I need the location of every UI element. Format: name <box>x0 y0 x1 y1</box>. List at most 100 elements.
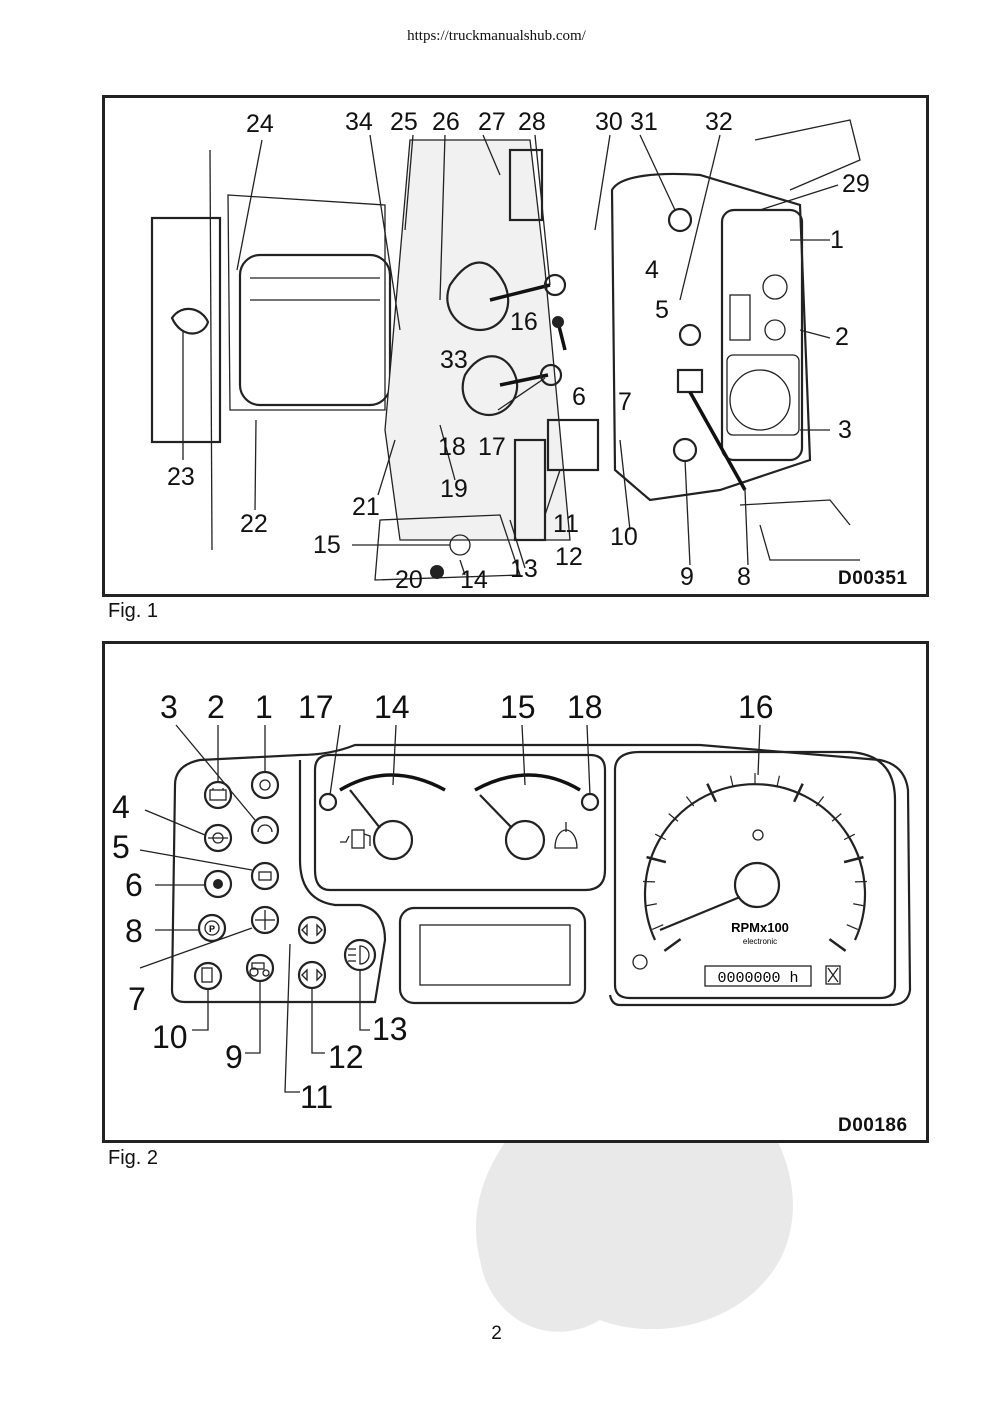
source-url[interactable]: https://truckmanualshub.com/ <box>407 28 586 44</box>
fig1-callout-7: 7 <box>618 388 632 416</box>
fig1-callout-17: 17 <box>478 433 506 461</box>
tach-tick <box>815 796 825 807</box>
fig2-callout-15: 15 <box>500 689 536 725</box>
warning-light-1 <box>250 770 280 800</box>
tach-tick <box>646 855 667 864</box>
warning-light-8: P <box>197 913 227 943</box>
fig2-callout-6: 6 <box>125 867 143 903</box>
tach-sub-label: electronic <box>743 937 777 946</box>
tach-unit-label: RPMx100 <box>731 920 789 935</box>
warning-light-11 <box>297 915 327 945</box>
figure-2-code: D00186 <box>838 1115 908 1136</box>
fig2-callout-14: 14 <box>374 689 410 725</box>
fig1-callout-29: 29 <box>842 170 870 198</box>
tach-tick <box>663 938 682 952</box>
fig1-callout-26: 26 <box>432 108 460 136</box>
page-number: 2 <box>491 1323 502 1344</box>
hourglass-icon <box>825 965 841 985</box>
fig2-callout-2: 2 <box>207 689 225 725</box>
figure-1-code: D00351 <box>838 568 908 589</box>
tach-tick <box>843 833 856 841</box>
fig2-callout-17: 17 <box>298 689 334 725</box>
tach-warning-icon <box>632 954 648 970</box>
fig1-callout-15: 15 <box>313 531 341 559</box>
fig2-callout-9: 9 <box>225 1039 243 1075</box>
hour-counter-value: 0000000 h <box>717 970 798 987</box>
fig2-callout-13: 13 <box>372 1011 408 1047</box>
tractor-icon <box>249 962 270 977</box>
tach-tick <box>651 924 664 931</box>
headlight-icon <box>348 945 370 965</box>
fig1-callout-34: 34 <box>345 108 373 136</box>
tach-tick <box>644 903 657 907</box>
tach-tick <box>654 833 667 841</box>
fig1-callout-9: 9 <box>680 563 694 591</box>
turn-signal-icon <box>301 923 323 937</box>
fig1-callout-16: 16 <box>510 308 538 336</box>
fig1-callout-28: 28 <box>518 108 546 136</box>
fig1-callout-19: 19 <box>440 475 468 503</box>
hour-counter-box <box>704 965 812 987</box>
fig1-callout-11: 11 <box>553 510 579 538</box>
tach-tick <box>843 855 864 864</box>
fig1-callout-18: 18 <box>438 433 466 461</box>
warning-light-7 <box>250 905 280 935</box>
fig2-callout-8: 8 <box>125 913 143 949</box>
fig2-callout-3: 3 <box>160 689 178 725</box>
fuel-pump-icon <box>340 829 371 849</box>
fig1-callout-25: 25 <box>390 108 418 136</box>
fig2-callout-4: 4 <box>112 789 130 825</box>
fig2-callout-11: 11 <box>300 1079 333 1115</box>
tach-tick <box>776 775 781 788</box>
svg-text:P: P <box>209 924 215 934</box>
warning-light-3 <box>250 815 280 845</box>
warning-light-13 <box>343 938 377 972</box>
tach-tick <box>853 903 866 907</box>
fig2-callout-1: 1 <box>255 689 273 725</box>
fig1-callout-31: 31 <box>630 108 658 136</box>
warning-light-4 <box>203 823 233 853</box>
coolant-temperature-icon <box>554 822 578 849</box>
fig1-callout-23: 23 <box>167 463 195 491</box>
fig1-callout-6: 6 <box>572 383 586 411</box>
fig1-callout-5: 5 <box>655 296 669 324</box>
fig1-callout-4: 4 <box>645 256 659 284</box>
fig2-callout-10: 10 <box>152 1019 188 1055</box>
fig2-callout-7: 7 <box>128 981 146 1017</box>
tach-tick <box>831 813 842 822</box>
parking-brake-icon: P <box>204 920 220 936</box>
warning-light-5 <box>250 861 280 891</box>
warning-light-10 <box>193 961 223 991</box>
fig1-callout-3: 3 <box>838 416 852 444</box>
fig2-callout-16: 16 <box>738 689 774 725</box>
fig1-callout-27: 27 <box>478 108 506 136</box>
fig1-callout-33: 33 <box>440 346 468 374</box>
warning-light-6 <box>203 869 233 899</box>
tach-tick <box>828 938 847 952</box>
fig1-callout-12: 12 <box>555 543 583 571</box>
tach-tick <box>706 783 717 803</box>
warning-light-9 <box>245 953 275 983</box>
warning-light-12 <box>297 960 327 990</box>
fig1-callout-10: 10 <box>610 523 638 551</box>
figure-1-caption: Fig. 1 <box>108 600 159 622</box>
fig2-callout-12: 12 <box>328 1039 364 1075</box>
fig1-callout-20: 20 <box>395 566 423 594</box>
battery-icon <box>209 788 227 801</box>
tach-tick <box>846 924 859 931</box>
tach-tick <box>668 813 679 822</box>
figure-2-panel <box>102 641 929 1143</box>
fig2-callout-18: 18 <box>567 689 603 725</box>
fig1-callout-32: 32 <box>705 108 733 136</box>
fig1-callout-24: 24 <box>246 110 274 138</box>
fig1-callout-2: 2 <box>835 323 849 351</box>
fig1-callout-8: 8 <box>737 563 751 591</box>
fig1-callout-1: 1 <box>830 226 844 254</box>
fig1-callout-14: 14 <box>460 566 488 594</box>
fig1-callout-21: 21 <box>352 493 380 521</box>
fig2-callout-5: 5 <box>112 829 130 865</box>
fig1-callout-13: 13 <box>510 555 538 583</box>
fig1-callout-22: 22 <box>240 510 268 538</box>
